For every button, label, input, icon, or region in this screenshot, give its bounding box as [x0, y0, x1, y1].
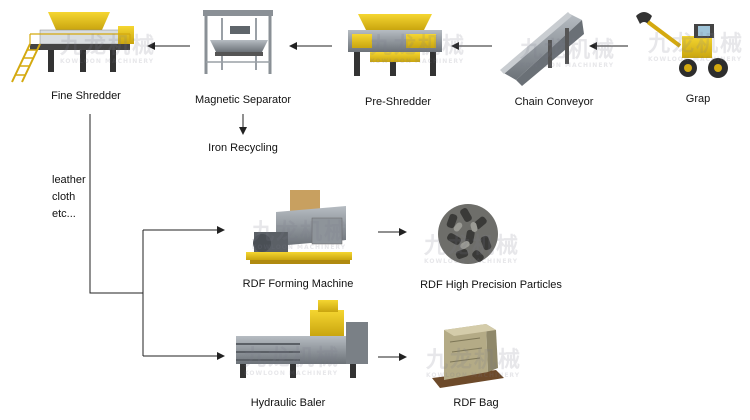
material-list: leather cloth etc...	[52, 172, 86, 223]
rdf-bag-image	[432, 324, 504, 388]
label-hydraulic-baler: Hydraulic Baler	[250, 397, 326, 409]
label-rdf-forming-machine: RDF Forming Machine	[242, 278, 354, 290]
label-magnetic-separator: Magnetic Separator	[195, 94, 291, 106]
chain-conveyor-image	[500, 12, 584, 86]
rdf-forming-machine-image	[246, 190, 352, 264]
connector-arrows	[89, 42, 628, 361]
fine-shredder-image	[11, 12, 134, 83]
magnetic-separator-image	[203, 10, 273, 74]
material-item: etc...	[52, 208, 76, 220]
label-pre-shredder: Pre-Shredder	[364, 96, 432, 108]
material-item: cloth	[52, 191, 76, 203]
pre-shredder-image	[348, 14, 442, 76]
label-rdf-particles: RDF High Precision Particles	[420, 279, 562, 291]
rdf-particles-image	[438, 204, 498, 264]
material-item: leather	[52, 174, 86, 186]
label-rdf-bag: RDF Bag	[453, 397, 499, 409]
grap-image	[636, 12, 728, 78]
line-fine-shredder-down	[89, 114, 143, 294]
label-fine-shredder: Fine Shredder	[51, 90, 121, 102]
hydraulic-baler-image	[236, 300, 368, 378]
label-iron-recycling: Iron Recycling	[208, 142, 278, 154]
label-chain-conveyor: Chain Conveyor	[514, 96, 594, 108]
label-grap: Grap	[685, 93, 711, 105]
